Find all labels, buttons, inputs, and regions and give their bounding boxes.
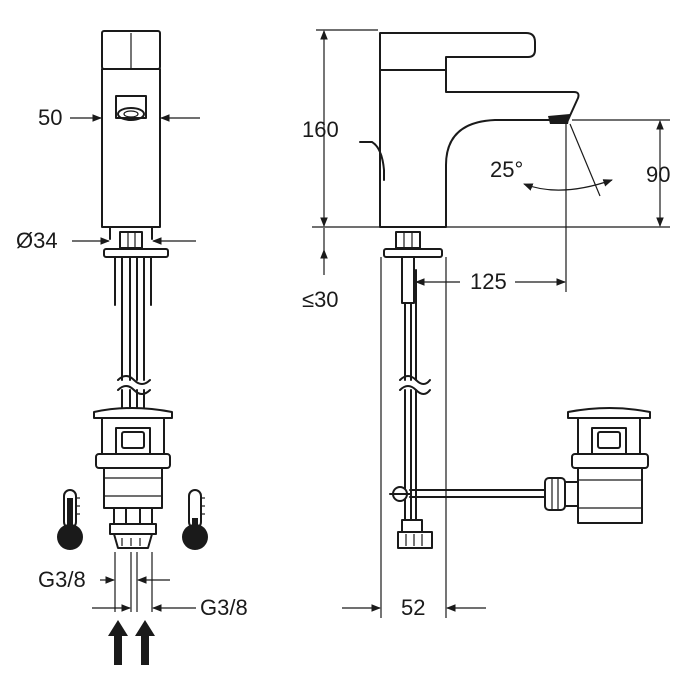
label-angle: 25°	[490, 157, 523, 182]
dimension-thickness-max: ≤30	[302, 228, 339, 312]
label-width-top: 50	[38, 105, 62, 130]
dimension-height-total: 160	[302, 30, 339, 227]
dimension-reach: 125	[415, 269, 566, 294]
label-thickness-max: ≤30	[302, 287, 339, 312]
label-diameter: Ø34	[16, 228, 58, 253]
label-reach: 125	[470, 269, 507, 294]
label-connection-right: G3/8	[200, 595, 248, 620]
label-connection-left: G3/8	[38, 567, 86, 592]
drain-assembly	[544, 407, 651, 524]
dimension-connection-left: G3/8	[38, 552, 170, 612]
dimension-angle: 25°	[490, 123, 613, 197]
label-height-spout: 90	[646, 162, 670, 187]
reference-lines	[312, 29, 670, 618]
thermometer-cold-icon	[182, 489, 208, 550]
dimension-height-spout: 90	[646, 120, 670, 227]
dimension-width-top: 50	[38, 105, 200, 130]
front-view	[93, 30, 173, 549]
dimension-diameter: Ø34	[16, 228, 196, 253]
thermometer-hot-icon	[57, 489, 83, 550]
arrow-up-icon	[108, 620, 155, 665]
side-view	[359, 32, 580, 549]
dimension-base-depth: 52	[342, 595, 486, 620]
dimension-connection-right: G3/8	[92, 595, 248, 620]
label-height-total: 160	[302, 117, 339, 142]
label-base-depth: 52	[401, 595, 425, 620]
